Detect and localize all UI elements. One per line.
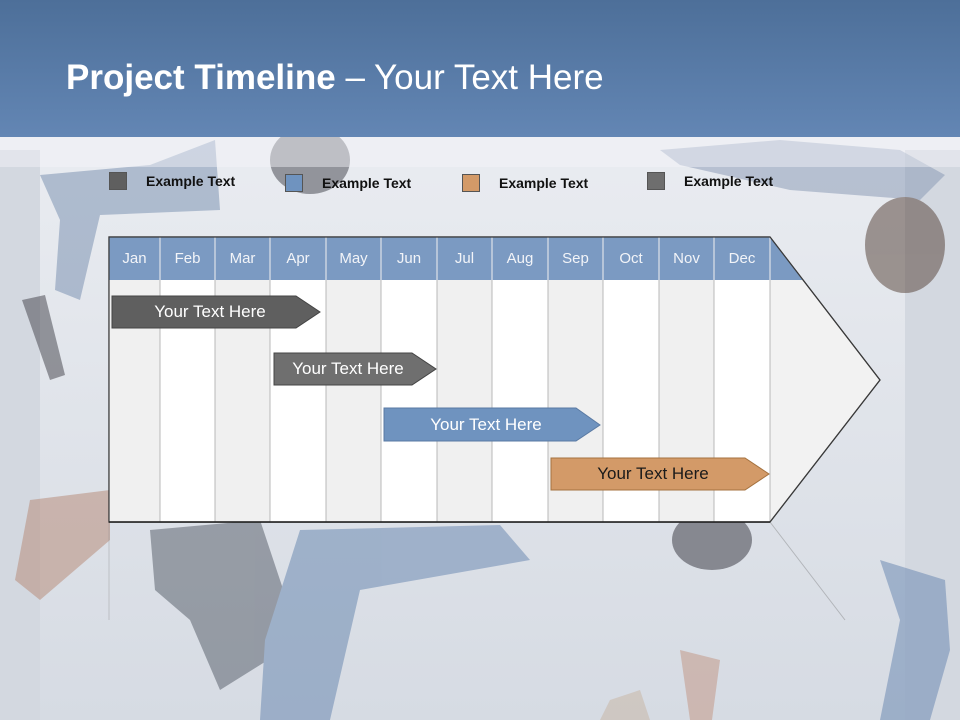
- title-banner: [0, 0, 960, 137]
- legend-label: Example Text: [322, 175, 412, 191]
- task-label: Your Text Here: [154, 302, 266, 321]
- legend-swatch: [647, 172, 665, 190]
- task-label: Your Text Here: [292, 359, 404, 378]
- month-label: Jan: [122, 250, 147, 267]
- legend-swatch: [462, 174, 480, 192]
- legend-item-3: Example Text: [462, 172, 588, 194]
- legend-item-4: Example Text: [647, 170, 773, 192]
- month-label: Dec: [728, 250, 756, 267]
- month-label: Mar: [229, 250, 256, 267]
- page-title: Project Timeline – Your Text Here: [66, 58, 604, 98]
- task-label: Your Text Here: [597, 464, 709, 483]
- month-label: Oct: [619, 250, 643, 267]
- month-label: May: [339, 250, 368, 267]
- task-bar-3: [383, 407, 601, 442]
- legend-label: Example Text: [146, 173, 236, 189]
- month-label: Apr: [286, 250, 310, 267]
- legend-item-1: Example Text: [109, 170, 235, 192]
- month-label: Sep: [562, 250, 589, 267]
- title-bold: Project Timeline: [66, 58, 336, 97]
- task-bar-1: [111, 295, 321, 329]
- legend-label: Example Text: [684, 173, 774, 189]
- month-label: Jul: [454, 250, 475, 267]
- month-header-strip: [109, 237, 803, 280]
- task-bar-2: [273, 352, 437, 386]
- legend-label: Example Text: [499, 175, 589, 191]
- legend-swatch: [109, 172, 127, 190]
- legend-swatch: [285, 174, 303, 192]
- task-label: Your Text Here: [430, 414, 542, 434]
- title-subtitle: – Your Text Here: [335, 58, 604, 97]
- task-bar-4: [550, 457, 770, 491]
- legend-item-2: Example Text: [285, 172, 411, 194]
- month-label: Jun: [396, 250, 422, 267]
- month-label: Nov: [673, 250, 700, 267]
- month-label: Aug: [506, 250, 534, 267]
- month-label: Feb: [174, 250, 201, 267]
